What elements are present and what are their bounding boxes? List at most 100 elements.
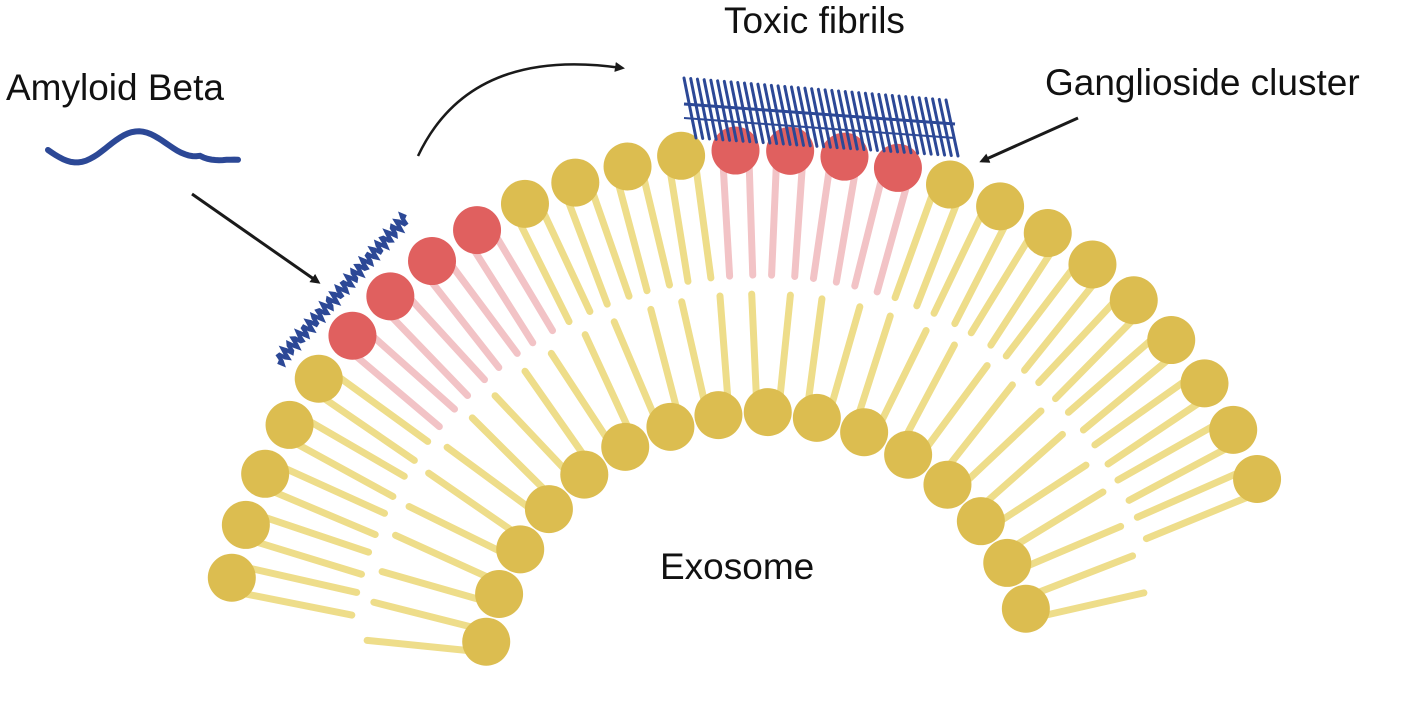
lipid-tail	[951, 208, 1016, 328]
lipid-head	[925, 160, 974, 209]
lipid-tail	[1079, 346, 1184, 434]
fibril-strand	[689, 77, 705, 140]
fibril-strand	[870, 92, 886, 153]
arrows-layer	[191, 62, 1079, 284]
ganglioside-head	[873, 143, 922, 192]
lipid-head	[221, 500, 270, 549]
lipid-tail	[1104, 390, 1216, 468]
lipid-tail	[307, 386, 418, 464]
lipid-tail	[279, 432, 397, 500]
fibril-strand	[857, 91, 873, 152]
fibril-strand	[830, 88, 846, 150]
fibril-strand	[917, 96, 933, 156]
lipid-head	[1233, 455, 1282, 504]
lipid-head	[792, 393, 841, 442]
ganglioside-arrow	[979, 116, 1079, 163]
lipid-tail	[246, 508, 373, 556]
lipid-tail	[1142, 487, 1266, 543]
lipid-head	[551, 158, 600, 207]
lipid-head	[983, 538, 1032, 587]
fibril-strand	[742, 81, 758, 144]
lipid-tail	[559, 183, 611, 308]
lipid-head	[1023, 209, 1072, 258]
fibril-strand	[776, 84, 792, 146]
lipid-head	[743, 388, 792, 437]
amyloid-layer	[45, 76, 960, 368]
exosome-label: Exosome	[660, 546, 815, 587]
fibril-strand	[837, 89, 853, 151]
lipid-tail	[1051, 305, 1147, 403]
lipid-tail	[664, 154, 692, 285]
lipid-tail	[1133, 463, 1256, 521]
lipid-head	[560, 450, 609, 499]
lipid-head	[976, 182, 1025, 231]
fibril-axis	[683, 102, 956, 126]
fibril-strand	[944, 98, 960, 158]
lipid-tail	[611, 166, 651, 295]
ganglioside-head	[366, 272, 415, 321]
lipid-head	[657, 131, 706, 180]
lipid-head	[601, 422, 650, 471]
fibril-strand	[763, 83, 779, 146]
toxic-fibrils-label: Toxic fibrils	[724, 0, 905, 41]
fibril-strand	[709, 78, 725, 142]
ganglioside-head	[408, 237, 457, 286]
lipid-head	[603, 142, 652, 191]
lipid-tail	[1035, 287, 1128, 387]
lipid-tail	[873, 167, 915, 296]
ganglioside-head	[453, 206, 502, 255]
fibril-strand	[877, 92, 893, 153]
fibril-strand	[924, 96, 940, 157]
lipid-head	[956, 497, 1005, 546]
fibril-strand	[702, 78, 718, 141]
fibril-strand	[796, 86, 812, 148]
lipid-head	[884, 430, 933, 479]
lipid-head	[1180, 359, 1229, 408]
lipid-tail	[930, 197, 992, 317]
lipid-tail	[1064, 326, 1167, 416]
lipid-head	[475, 570, 524, 619]
lipid-head	[1109, 276, 1158, 325]
lipid-tail	[509, 206, 573, 326]
fibril-axis	[683, 117, 956, 139]
lipid-head	[1001, 584, 1050, 633]
lipid-tail	[967, 222, 1041, 337]
lipid-head	[840, 408, 889, 457]
fibril-strand	[850, 90, 866, 152]
lipid-tail	[913, 185, 966, 310]
fibril-strand	[716, 79, 732, 142]
lipid-tail	[809, 151, 835, 282]
lipid-head	[1147, 316, 1196, 365]
lipid-head	[524, 485, 573, 534]
lipid-tail	[745, 146, 757, 279]
toxic-fibrils-bundle	[682, 76, 960, 158]
lipid-tail	[851, 161, 889, 290]
lipid-tail	[256, 482, 379, 539]
lipid-tail	[1114, 414, 1231, 484]
fibril-strand	[931, 97, 947, 157]
fibril-strand	[884, 93, 900, 154]
lipid-head	[496, 525, 545, 574]
fibril-strand	[937, 97, 953, 158]
fibril-strand	[749, 82, 765, 145]
lipid-tail	[357, 322, 459, 413]
lipid-head	[265, 400, 314, 449]
amyloid-arrow	[191, 192, 321, 284]
amyloid-beta-label: Amyloid Beta	[6, 67, 224, 108]
fibril-strand	[890, 93, 906, 154]
ganglioside-head	[328, 311, 377, 360]
fibril-strand	[695, 77, 711, 141]
lipid-tail	[418, 265, 503, 371]
fibril-strand	[722, 79, 738, 143]
fibril-strand	[783, 84, 799, 147]
lipid-head	[207, 553, 256, 602]
fibril-strand	[816, 87, 832, 149]
fibril-strand	[810, 87, 826, 149]
fibril-strand	[843, 90, 859, 151]
lipid-tail	[484, 219, 556, 335]
lipid-head	[1068, 240, 1117, 289]
fibril-strand	[682, 76, 698, 140]
lipid-tail	[533, 194, 594, 315]
